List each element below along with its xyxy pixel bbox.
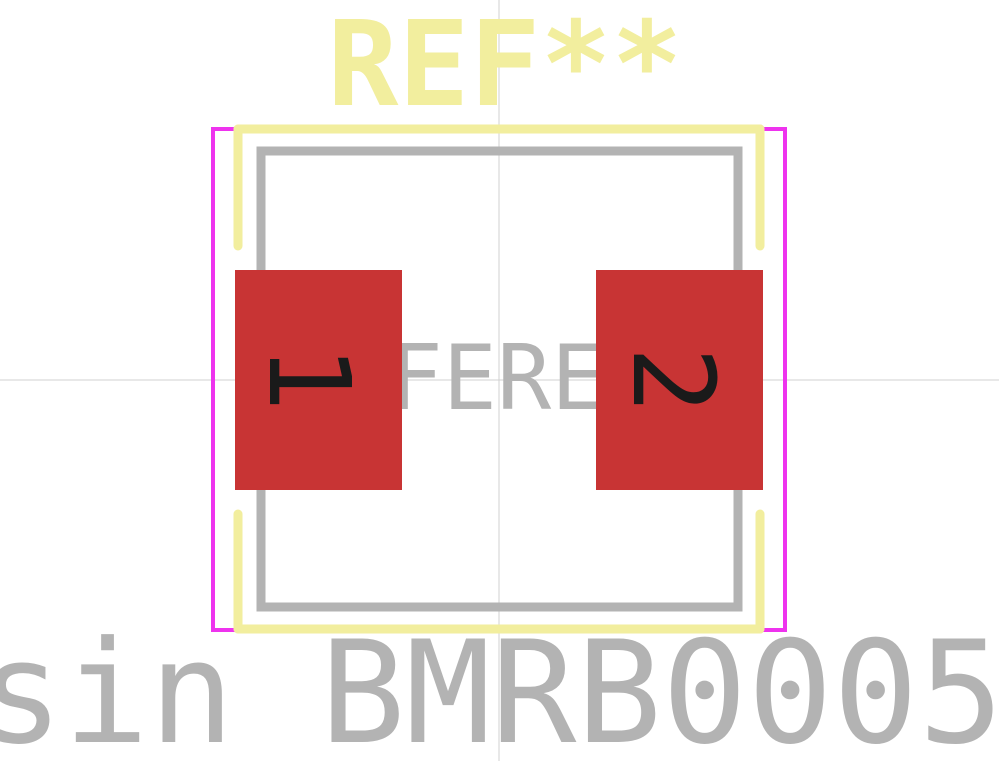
pad-1-number: 1 [243, 344, 373, 411]
footprint-name-label: sin_BMRB00050 [0, 611, 999, 761]
silkscreen-outline [233, 124, 765, 634]
pad-1[interactable] [235, 270, 402, 490]
pad-2[interactable] [596, 270, 763, 490]
reference-label: REF** [327, 0, 682, 133]
pad-2-number: 2 [607, 346, 737, 413]
